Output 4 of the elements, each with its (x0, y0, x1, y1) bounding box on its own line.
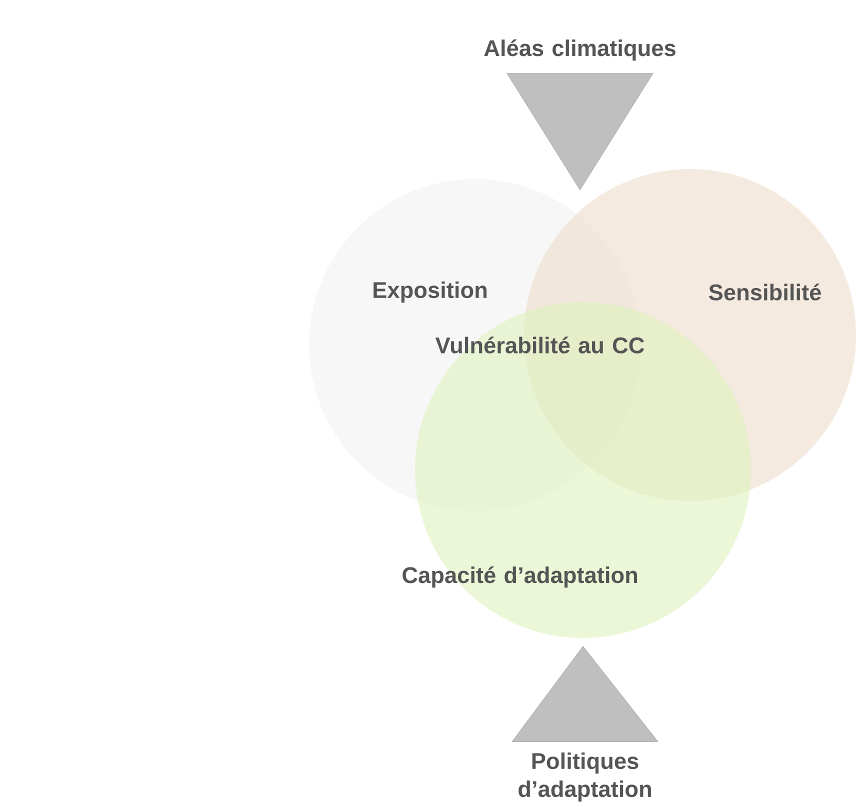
heading-text: Politiques d’adaptation (518, 752, 651, 802)
triangle-arrow (506, 73, 654, 190)
center-label: Vulnérabilité au CC (435, 336, 644, 354)
heading-text: Aléas climatiques (484, 39, 676, 61)
